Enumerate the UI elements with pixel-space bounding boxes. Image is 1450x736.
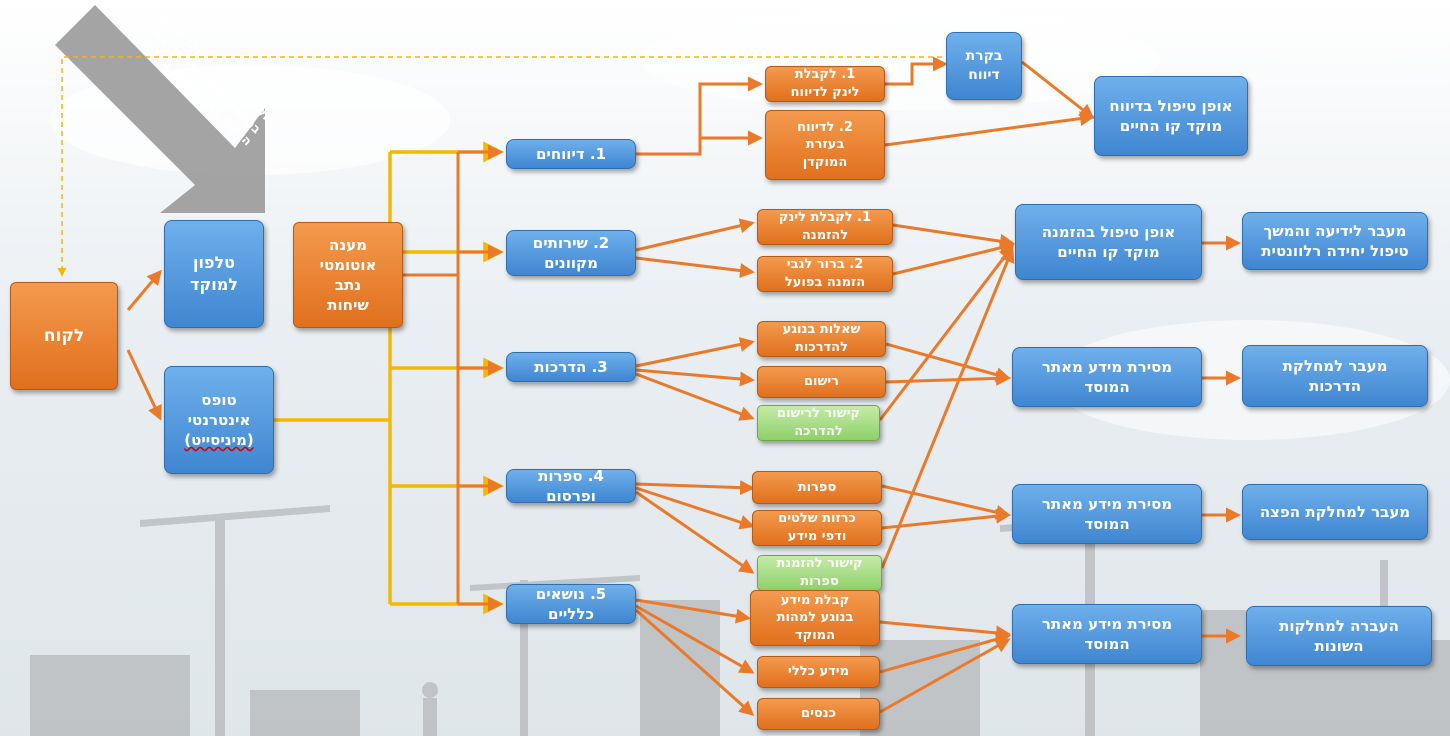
- category-trainings: 3. הדרכות: [506, 352, 636, 382]
- category-online-services: 2. שירותים מקוונים: [506, 230, 636, 276]
- destination-training-dept: מעבר למחלקת הדרכות: [1242, 345, 1428, 407]
- destination-various-depts: העברה למחלקות השונות: [1246, 606, 1432, 666]
- phone-channel-node: טלפון למוקד: [164, 220, 264, 328]
- category-general: 5. נושאים כלליים: [506, 584, 636, 624]
- option-literature-order-link: קישור להזמנת ספרות: [757, 555, 882, 591]
- customer-node: לקוח: [10, 282, 118, 390]
- web-form-channel-node: טופס אינטרנטי (מיניסייט): [164, 366, 274, 474]
- destination-distribution-dept: מעבר למחלקת הפצה: [1242, 484, 1428, 540]
- web-form-label: טופס אינטרנטי: [187, 390, 251, 429]
- info-general-node: מסירת מידע מאתר המוסד: [1012, 604, 1202, 664]
- web-form-minisite-label: (מיניסייט): [184, 431, 254, 450]
- auto-reply-node: מענה אוטומטי נתב שיחות: [293, 222, 403, 328]
- option-report-link: 1. לקבלת לינק לדיווח: [765, 66, 885, 102]
- option-general-center-info: קבלת מידע בנוגע למהות המוקד: [750, 590, 880, 646]
- option-literature-books: ספרות: [752, 471, 882, 504]
- option-order-check: 2. ברור לגבי הזמנה בפועל: [757, 256, 893, 292]
- report-control-node: בקרת דיווח: [946, 32, 1022, 100]
- category-reports: 1. דיווחים: [506, 139, 636, 169]
- option-training-questions: שאלות בנוגע להדרכות: [757, 321, 886, 357]
- info-literature-node: מסירת מידע מאתר המוסד: [1012, 484, 1202, 544]
- option-training-register: רישום: [757, 366, 886, 398]
- option-training-register-link: קישור לרישום להדרכה: [757, 405, 880, 441]
- handling-order-node: אופן טיפול בהזמנה מוקד קו החיים: [1015, 204, 1202, 280]
- handling-report-node: אופן טיפול בדיווח מוקד קו החיים: [1094, 76, 1248, 156]
- option-literature-signs: כרזות שלטים ודפי מידע: [752, 510, 882, 546]
- category-literature: 4. ספרות ופרסום: [506, 467, 636, 505]
- info-training-node: מסירת מידע מאתר המוסד: [1012, 347, 1202, 407]
- option-order-link: 1. לקבלת לינק להזמנה: [757, 209, 893, 245]
- option-general-info: מידע כללי: [757, 656, 880, 688]
- destination-relevant-unit: מעבר לידיעה והמשך טיפול יחידה רלוונטית: [1242, 212, 1428, 270]
- option-conferences: כנסים: [757, 698, 880, 730]
- option-report-agent: 2. לדיווח בעזרת המוקדן: [765, 110, 885, 180]
